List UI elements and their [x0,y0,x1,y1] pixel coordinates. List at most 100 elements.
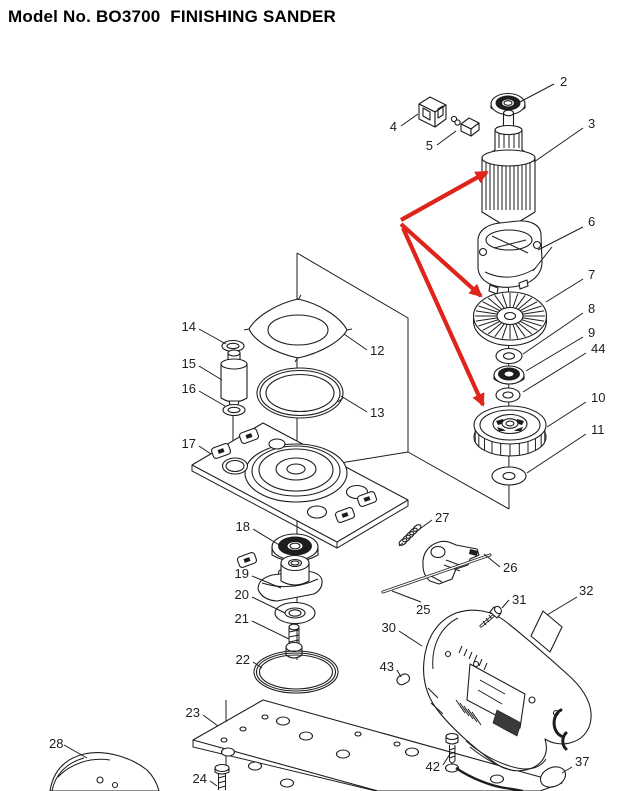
paper-clamp [236,552,258,568]
part-number-26: 26 [503,560,517,575]
spring-27-drawing [398,524,422,547]
part-number-17: 17 [182,436,196,451]
leader-line-30 [398,630,423,647]
armature-3-drawing [481,109,536,241]
bearing-9-drawing [493,365,525,385]
part-number-12: 12 [370,343,384,358]
washer-44-drawing [495,387,521,403]
part-number-30: 30 [382,620,396,635]
part-number-3: 3 [588,116,595,131]
leader-line-18 [252,528,282,547]
part-number-21: 21 [235,611,249,626]
part-number-24: 24 [193,771,207,786]
screw-24-drawing [214,763,230,790]
part-labels: 2345678944101112131415161718192021222324… [49,74,605,786]
leader-line-37 [561,766,573,774]
washer-20-drawing [274,601,316,625]
leader-line-19 [251,575,282,589]
red-arrows [399,170,489,407]
leader-line-25 [391,590,422,603]
part-number-25: 25 [416,602,430,617]
leader-line-7 [545,278,584,303]
leader-line-26 [483,553,501,568]
part-number-42: 42 [426,759,440,774]
leader-line-3 [533,127,584,163]
paper-clamp [356,491,378,507]
balancer-19-drawing [257,554,323,602]
leader-line-23 [202,714,219,727]
leader-line-44 [522,352,587,393]
part-number-9: 9 [588,325,595,340]
leader-line-4 [400,113,419,127]
leader-line-32 [546,596,578,616]
washer-8-drawing [495,347,523,365]
part-number-28: 28 [49,736,63,751]
leader-line-10 [546,401,587,428]
part-number-7: 7 [588,267,595,282]
carbon-brush-5-drawing [450,115,480,137]
leader-line-31 [501,599,510,609]
part-number-20: 20 [235,587,249,602]
leader-line-15 [198,365,223,381]
o-ring-16-drawing [222,403,246,417]
leader-line-28 [63,744,88,759]
part-number-2: 2 [560,74,567,89]
pin-43-drawing [396,673,411,686]
power-cord-drawing [455,767,524,791]
part-number-43: 43 [380,659,394,674]
red-arrow-1 [399,170,489,222]
part-number-8: 8 [588,301,595,316]
screw-42-drawing [445,732,459,765]
part-number-37: 37 [575,754,589,769]
part-number-31: 31 [512,592,526,607]
leader-line-11 [526,433,587,474]
washer-11-drawing [491,466,527,486]
seal-plate-12-drawing [243,294,353,363]
part-number-13: 13 [370,405,384,420]
leader-line-12 [343,333,368,351]
leader-line-42 [442,753,451,766]
leader-line-6 [537,226,584,251]
leader-line-8 [522,312,584,355]
ring-13-drawing [256,367,344,419]
part-number-11: 11 [591,422,605,437]
leader-line-16 [198,390,226,407]
leader-lines [63,83,587,787]
leader-line-9 [525,336,584,372]
leader-line-43 [396,669,402,678]
part-number-22: 22 [236,652,250,667]
part-number-6: 6 [588,214,595,229]
part-number-4: 4 [390,119,397,134]
paper-clamp [238,428,260,444]
part-number-27: 27 [435,510,449,525]
field-6-drawing [477,220,543,295]
leader-line-2 [515,83,555,105]
leader-line-5 [436,130,457,146]
leader-line-13 [340,395,368,413]
brush-holder-4-drawing [418,96,447,128]
gear-10-drawing [473,405,547,457]
leader-line-14 [198,328,227,345]
part-number-15: 15 [182,356,196,371]
leader-line-22 [252,661,263,669]
leader-line-24 [209,780,218,787]
page-title: Model No. BO3700 FINISHING SANDER [8,7,336,26]
ring-22-drawing [253,650,339,694]
leader-line-6 [532,246,553,272]
part-number-14: 14 [182,319,196,334]
front-grip-28-drawing [49,752,160,791]
part-number-23: 23 [186,705,200,720]
housing-30-drawing [423,609,592,772]
armature-windings [485,133,531,210]
rod-25-drawing [381,553,492,594]
fan-fins [475,293,545,339]
part-number-10: 10 [591,390,605,405]
leader-line-20 [251,596,286,614]
pin-15-drawing [220,349,248,409]
part-number-18: 18 [236,519,250,534]
bearing-box-17-drawing [191,422,409,581]
part-number-16: 16 [182,381,196,396]
name-plate-32-drawing [530,610,563,653]
part-number-32: 32 [579,583,593,598]
